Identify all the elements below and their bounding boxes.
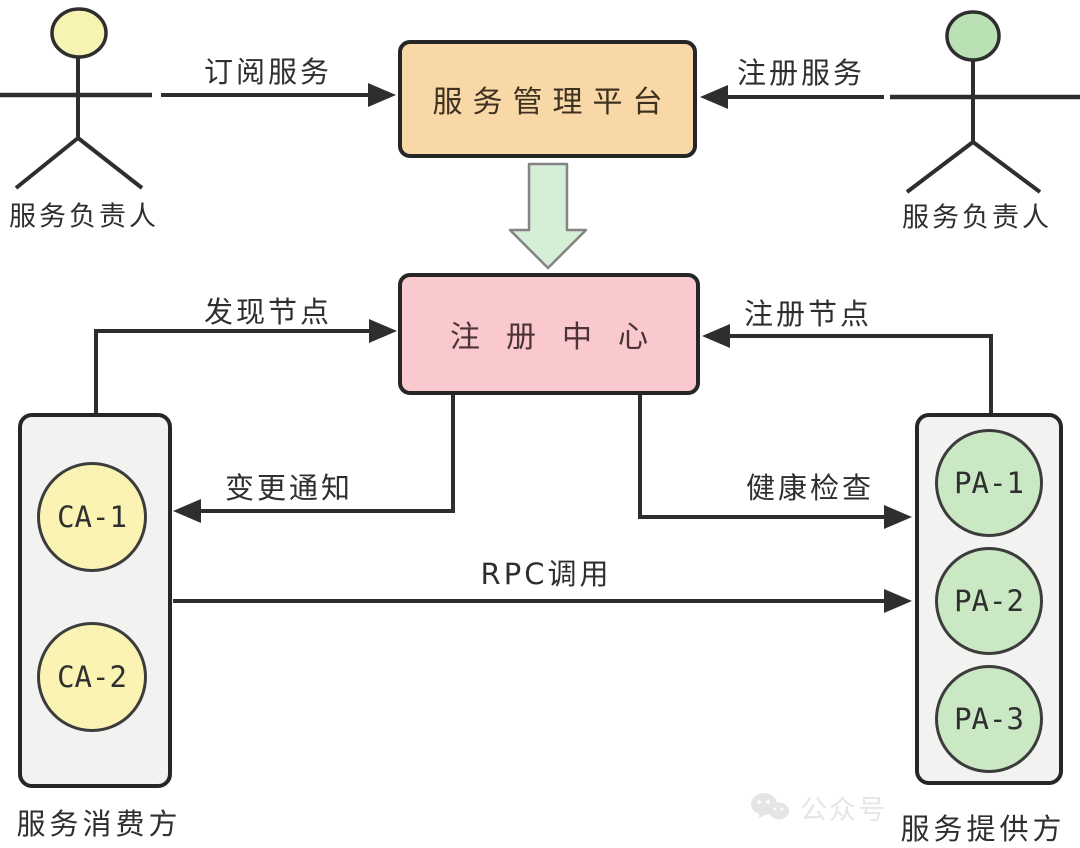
edge-label-rpc: RPC调用 [480,557,612,591]
actor-right-head [945,10,1001,62]
arrowhead-left-icon [173,499,201,523]
node-ca-2-label: CA-2 [57,660,127,694]
edge-health-check [638,394,912,529]
arrowhead-right-icon [884,589,912,613]
arrowhead-left-icon [700,85,728,109]
node-service-management-platform: 服务管理平台 [398,40,697,158]
registry-label: 注册中心 [450,320,674,355]
edge-label-register-node: 注册节点 [743,297,873,331]
node-registry-center: 注册中心 [398,273,700,395]
provider-group-label: 服务提供方 [900,812,1066,846]
watermark: 公众号 [750,788,887,827]
edge-register-service [700,85,884,109]
consumer-group-label: 服务消费方 [16,807,182,841]
node-ca-1-label: CA-1 [57,500,127,534]
node-pa-3-label: PA-3 [954,702,1024,736]
arrowhead-left-icon [702,324,730,348]
edge-register-node [702,324,993,414]
block-arrow-down-icon [508,162,588,270]
edge-change-notify [173,394,455,523]
node-pa-3: PA-3 [935,665,1043,773]
node-pa-1-label: PA-1 [954,466,1024,500]
actor-right-label: 服务负责人 [902,202,1052,234]
node-pa-1: PA-1 [935,429,1043,537]
edge-discover [94,319,397,414]
edge-label-register-service: 注册服务 [736,56,866,90]
actor-left-label: 服务负责人 [9,201,159,233]
actor-figure-right [890,10,1080,194]
watermark-text: 公众号 [800,795,887,826]
actor-left-head [50,7,108,59]
node-ca-2: CA-2 [37,622,147,732]
edge-label-change-notify: 变更通知 [224,471,354,505]
wechat-icon [751,792,789,819]
edge-label-discover: 发现节点 [203,295,333,329]
platform-label: 服务管理平台 [432,85,673,120]
edge-subscribe [161,83,396,107]
node-ca-1: CA-1 [37,462,147,572]
node-pa-2-label: PA-2 [954,584,1024,618]
node-pa-2: PA-2 [935,547,1043,655]
edge-label-subscribe: 订阅服务 [203,55,333,89]
arrowhead-right-icon [369,319,397,343]
arrowhead-right-icon [368,83,396,107]
actor-figure-left [0,7,152,190]
arrowhead-right-icon [884,505,912,529]
edge-rpc [173,589,912,613]
edge-label-health-check: 健康检查 [745,471,875,505]
